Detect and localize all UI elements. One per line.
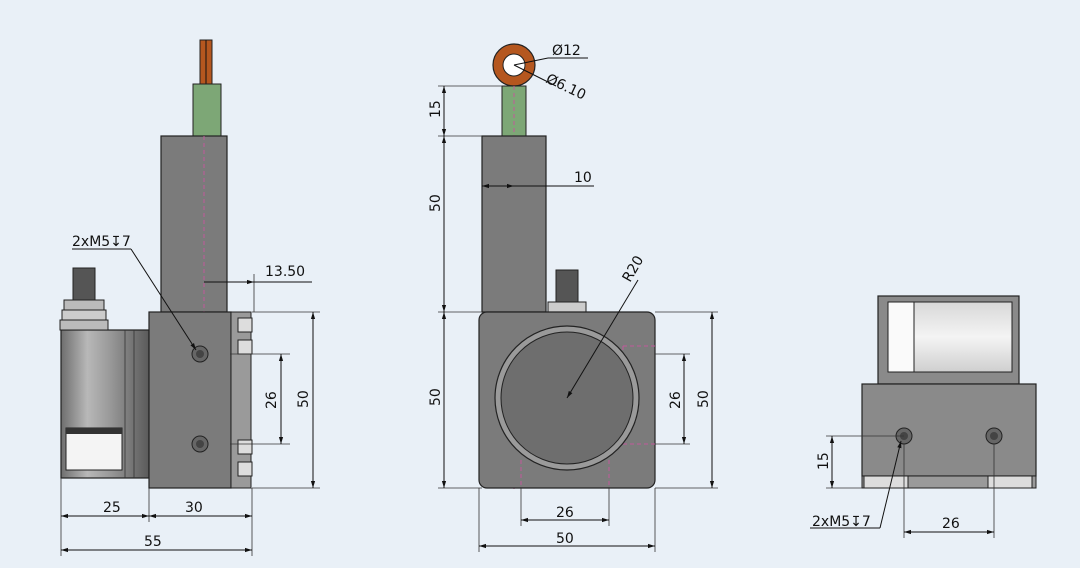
dim-width-right: 30 [185, 500, 203, 516]
dim-tube-offset: 10 [574, 170, 592, 186]
left-callout: 2xM5↧7 [72, 234, 131, 250]
dim-tube-len: 50 [428, 194, 444, 212]
dim-height-right: 50 [696, 390, 712, 408]
dim-width-left: 25 [103, 500, 121, 516]
dim-ring-outer: Ø12 [552, 43, 581, 59]
dim-width: 50 [556, 531, 574, 547]
dim-total-width: 55 [144, 534, 162, 550]
dim-right-height: 15 [816, 452, 832, 470]
dim-offset: 13.50 [265, 264, 305, 280]
dim-ring-inner: Ø6.10 [543, 71, 588, 103]
dim-height: 50 [296, 390, 312, 408]
dim-right-hole-spacing: 26 [942, 516, 960, 532]
dim-body-height: 50 [428, 388, 444, 406]
sensor-body [148, 311, 232, 489]
dim-hole-spacing: 26 [264, 391, 280, 409]
product-label [65, 427, 123, 471]
base-block [861, 383, 1037, 477]
housing-tube [160, 135, 228, 313]
front-tube [481, 135, 547, 313]
cable [192, 83, 222, 137]
right-callout: 2xM5↧7 [812, 514, 871, 530]
dim-cable-len: 15 [428, 100, 444, 118]
dim-hole-spacing-v: 26 [668, 391, 684, 409]
left-view: 2xM5↧7 13.50 26 50 25 30 55 [59, 39, 320, 556]
dim-hole-spacing-h: 26 [556, 505, 574, 521]
dim-radius: R20 [620, 253, 648, 285]
front-view: R20 Ø12 Ø6.10 15 50 50 10 26 50 [428, 43, 718, 552]
right-view: 15 2xM5↧7 26 [810, 295, 1037, 538]
